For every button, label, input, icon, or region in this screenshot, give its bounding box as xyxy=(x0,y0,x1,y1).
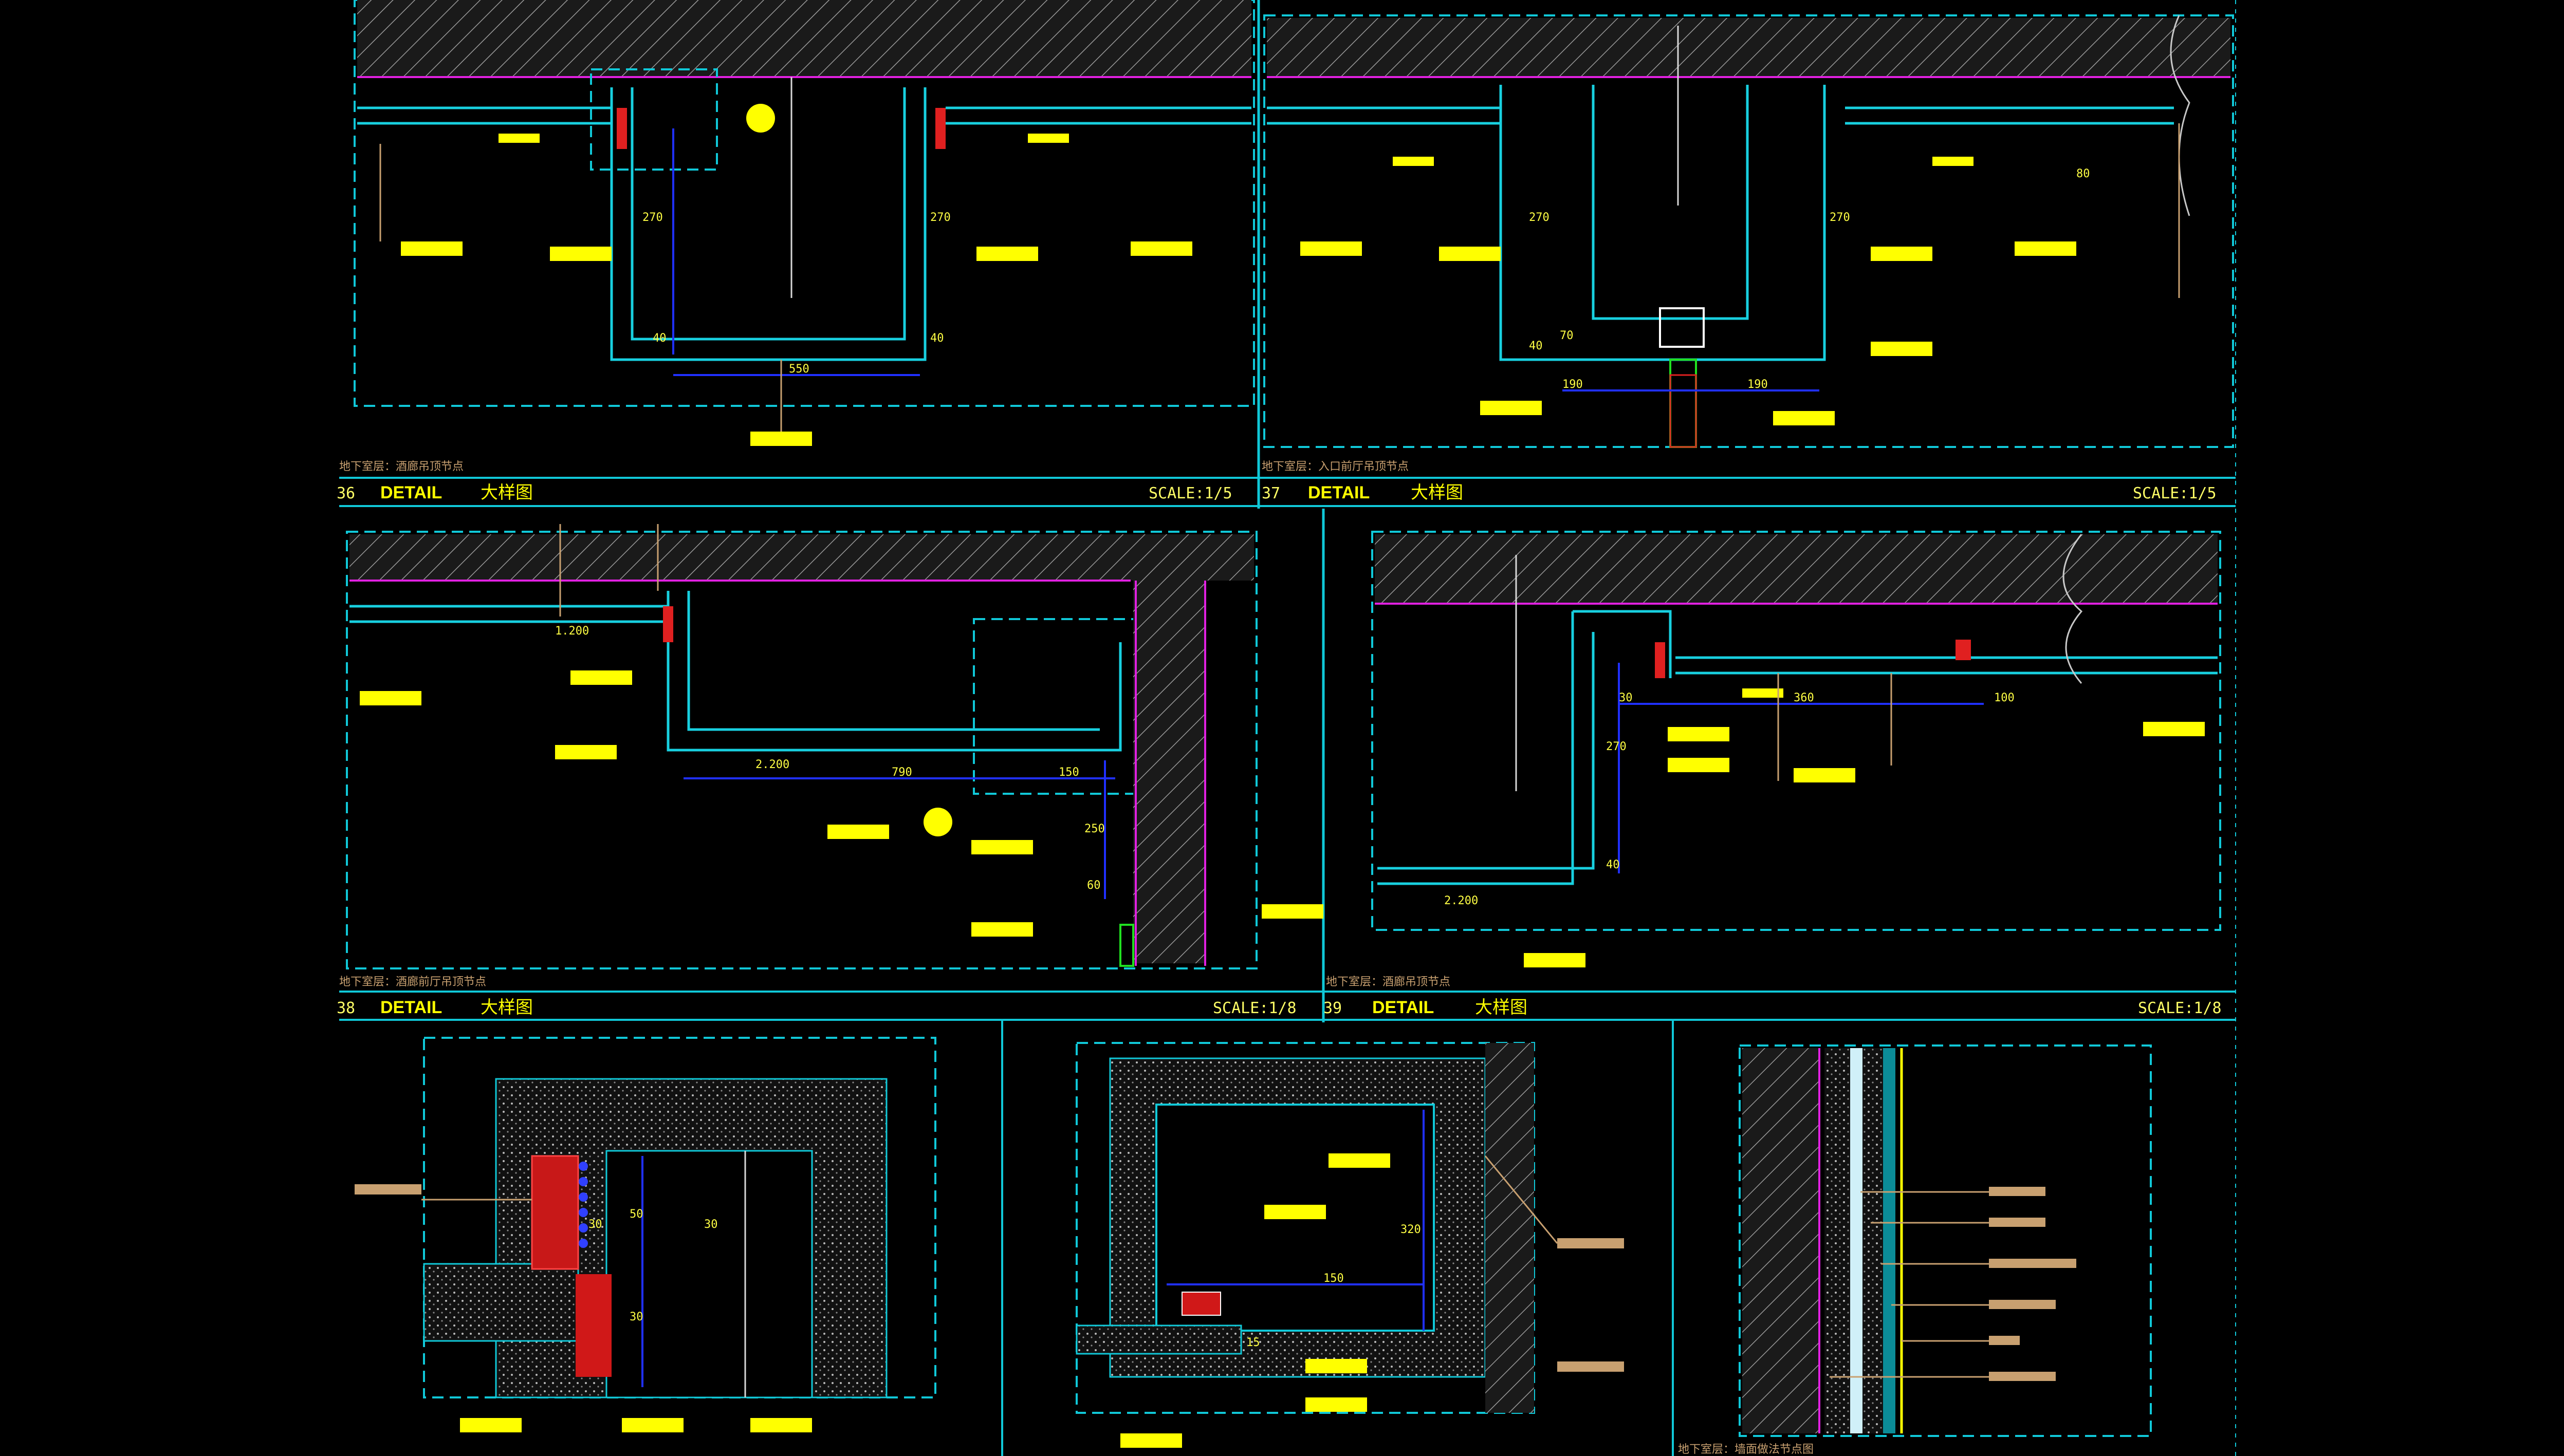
detail-word: DETAIL xyxy=(1372,998,1434,1017)
detail-cn-title: 大样图 xyxy=(481,482,533,503)
detail-37: 190 190 270 270 40 80 70 xyxy=(1263,14,2234,448)
dimension-label: 790 xyxy=(892,766,912,779)
dimension-label: 30 xyxy=(588,1218,602,1231)
detail-number: 37 xyxy=(1262,484,1280,502)
detail-caption: 地下室层：酒廊前厅吊顶节点 xyxy=(339,976,486,988)
dimension-label: 100 xyxy=(1994,692,2015,704)
dimension-label: 270 xyxy=(1830,211,1850,224)
dimension-label: 2.200 xyxy=(1444,894,1478,907)
leader-tags xyxy=(1524,673,2205,967)
dimension-label: 270 xyxy=(930,211,951,224)
dimension-label: 40 xyxy=(1529,340,1543,352)
detail-37-title: 37 DETAIL 大样图 地下室层：入口前厅吊顶节点 SCALE:1/5 xyxy=(1262,460,2217,503)
detail-word: DETAIL xyxy=(1308,483,1370,502)
dimension-label: 15 xyxy=(1246,1336,1260,1349)
detail-caption: 地下室层：入口前厅吊顶节点 xyxy=(1262,460,1409,473)
dimension-label: 270 xyxy=(1606,740,1627,753)
dimension-label: 150 xyxy=(1059,766,1079,779)
dimension-label: 360 xyxy=(1794,692,1814,704)
dimension-label: 1.200 xyxy=(555,625,589,638)
dimension-label: 190 xyxy=(1562,378,1583,391)
dimension-label: 320 xyxy=(1400,1223,1421,1236)
detail-cn-title: 大样图 xyxy=(481,997,533,1018)
detail-word: DETAIL xyxy=(380,998,442,1017)
dimension-label: 80 xyxy=(2076,167,2090,180)
detail-bottom-middle: 150 320 15 xyxy=(1076,1042,1624,1448)
dimension-label: 190 xyxy=(1747,378,1768,391)
scale-label: SCALE:1/8 xyxy=(2138,999,2222,1017)
leader-tags xyxy=(379,134,1192,446)
detail-bottom-right: 地下室层：墙面做法节点图 xyxy=(1678,1044,2152,1456)
leader-tags xyxy=(1300,123,2180,425)
detail-cn-title: 大样图 xyxy=(1411,482,1463,503)
detail-38: 790 150 250 1.200 2.200 60 xyxy=(346,524,1323,969)
dimension-label: 50 xyxy=(630,1208,643,1221)
dimension-label: 40 xyxy=(1606,858,1620,871)
detail-number: 36 xyxy=(337,484,355,502)
leader-tags xyxy=(360,524,1323,937)
detail-39-title: 39 DETAIL 大样图 地下室层：酒廊吊顶节点 SCALE:1/8 xyxy=(1323,976,2222,1018)
dimension-label: 40 xyxy=(930,332,944,345)
dimension-label: 30 xyxy=(704,1218,718,1231)
scale-label: SCALE:1/5 xyxy=(2133,484,2217,502)
dimension-label: 70 xyxy=(1560,329,1574,342)
detail-word: DETAIL xyxy=(380,483,442,502)
dimension-label: 30 xyxy=(630,1311,643,1323)
dimension-label: 2.200 xyxy=(755,758,789,771)
leader-tags xyxy=(355,1184,812,1432)
dimension-label: 60 xyxy=(1087,879,1101,892)
scale-label: SCALE:1/5 xyxy=(1149,484,1232,502)
sheet-borders xyxy=(339,0,2236,1456)
detail-cn-title: 大样图 xyxy=(1475,997,1527,1018)
detail-number: 38 xyxy=(337,999,355,1017)
dimension-label: 270 xyxy=(642,211,663,224)
leader-tags xyxy=(1830,1187,2076,1381)
scale-label: SCALE:1/8 xyxy=(1213,999,1297,1017)
dimension-label: 30 xyxy=(1619,692,1633,704)
bottom-caption: 地下室层：墙面做法节点图 xyxy=(1678,1443,1814,1456)
detail-36-title: 36 DETAIL 大样图 地下室层：酒廊吊顶节点 SCALE:1/5 xyxy=(337,460,1232,503)
detail-number: 39 xyxy=(1323,999,1342,1017)
detail-bottom-left: 30 50 30 30 xyxy=(355,1037,936,1432)
dimension-label: 270 xyxy=(1529,211,1550,224)
detail-36: 550 270 270 40 40 xyxy=(354,0,1255,446)
detail-caption: 地下室层：酒廊吊顶节点 xyxy=(1326,976,1450,988)
dimension-label: 550 xyxy=(789,363,809,376)
leader-tags xyxy=(1120,1153,1624,1448)
dimension-label: 40 xyxy=(653,332,667,345)
detail-39: 360 100 270 40 2.200 30 xyxy=(1371,531,2221,967)
detail-caption: 地下室层：酒廊吊顶节点 xyxy=(339,460,464,473)
dimension-label: 250 xyxy=(1084,823,1105,835)
dimension-label: 150 xyxy=(1323,1272,1344,1285)
detail-38-title: 38 DETAIL 大样图 地下室层：酒廊前厅吊顶节点 SCALE:1/8 xyxy=(337,976,1297,1018)
